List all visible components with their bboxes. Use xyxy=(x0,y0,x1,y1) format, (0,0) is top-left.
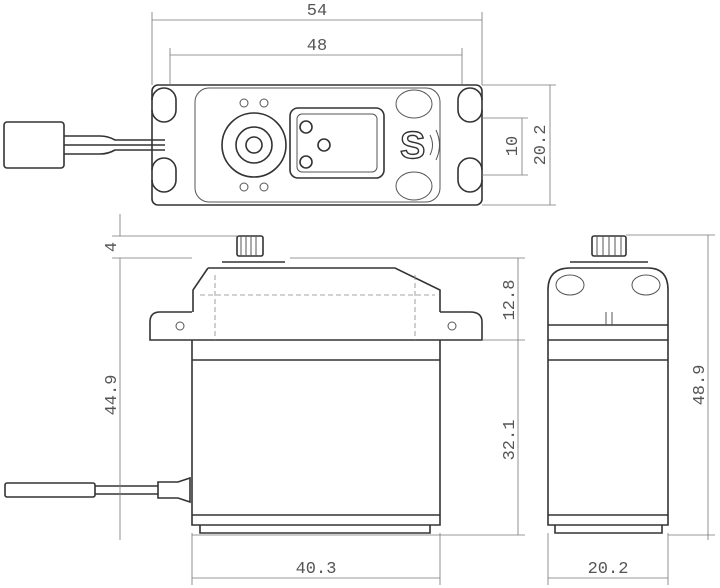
dim-40-3: 40.3 xyxy=(296,560,337,579)
dim-12-8: 12.8 xyxy=(501,280,520,321)
logo: S xyxy=(400,125,425,167)
dim-48-9: 48.9 xyxy=(691,365,710,406)
dim-4: 4 xyxy=(103,242,122,252)
dim-48: 48 xyxy=(307,37,327,56)
dim-32-1: 32.1 xyxy=(501,420,520,461)
dim-20-2-top: 20.2 xyxy=(532,125,551,166)
top-view: S 54 48 10 20.2 xyxy=(3,2,556,206)
dim-10: 10 xyxy=(504,136,523,156)
dim-44-9: 44.9 xyxy=(103,375,122,416)
dim-20-2-side: 20.2 xyxy=(588,560,629,579)
front-view: 4 44.9 12.8 32.1 40.3 xyxy=(4,214,525,585)
side-view: 48.9 20.2 xyxy=(547,234,715,585)
dim-54: 54 xyxy=(307,2,327,21)
